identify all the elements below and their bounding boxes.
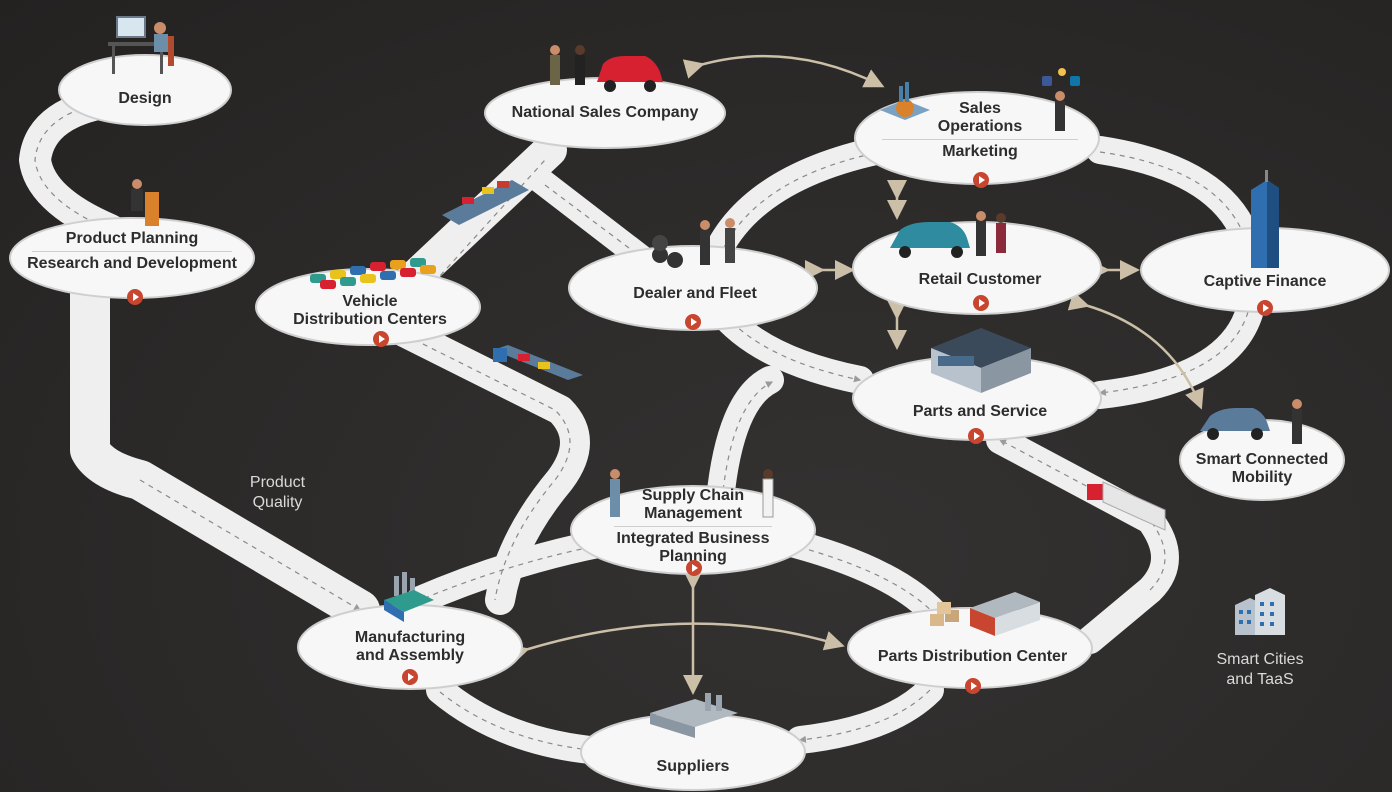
- node-label: Sales Operations: [937, 100, 1023, 135]
- node-dealer-fleet[interactable]: Dealer and Fleet: [580, 285, 810, 303]
- node-label: Parts Distribution Center: [877, 648, 1068, 665]
- node-label: Retail Customer: [918, 271, 1042, 288]
- node-label: Smart Connected Mobility: [1195, 451, 1329, 486]
- analytics-chart-icon: [880, 82, 930, 120]
- play-button-integrated-planning[interactable]: [686, 560, 702, 576]
- node-parts-distribution[interactable]: Parts Distribution Center: [855, 648, 1090, 666]
- delivery-truck-icon: [1087, 481, 1166, 531]
- play-button-marketing[interactable]: [973, 172, 989, 188]
- node-parts-service[interactable]: Parts and Service: [860, 403, 1100, 421]
- node-label: Product Planning: [65, 230, 199, 247]
- connector-arrows: [507, 54, 1204, 695]
- sales-people-car-icon: [550, 45, 663, 92]
- node-national-sales[interactable]: National Sales Company: [487, 104, 723, 122]
- node-vehicle-distribution[interactable]: Vehicle Distribution Centers: [280, 293, 460, 329]
- node-divider: [881, 139, 1079, 140]
- node-retail-customer[interactable]: Retail Customer: [860, 271, 1100, 289]
- play-button-product-planning[interactable]: [127, 289, 143, 305]
- play-button-retail-customer[interactable]: [973, 295, 989, 311]
- node-suppliers[interactable]: Suppliers: [593, 758, 793, 776]
- designer-desk-icon: [108, 16, 174, 74]
- node-label-2: Marketing: [942, 143, 1018, 160]
- node-supply-chain[interactable]: Supply Chain Management Integrated Busin…: [580, 487, 806, 566]
- play-button-captive-finance[interactable]: [1257, 300, 1273, 316]
- smart-city-icon: [1235, 588, 1285, 635]
- node-label: Manufacturing and Assembly: [354, 629, 466, 664]
- node-label: Design: [118, 90, 172, 107]
- node-label-2: Research and Development: [27, 255, 237, 272]
- node-divider: [31, 251, 233, 252]
- node-smart-connected[interactable]: Smart Connected Mobility: [1182, 451, 1342, 487]
- lane-markings: [34, 99, 1250, 753]
- vehicle-fleet-icon: [310, 258, 436, 289]
- warehouse-boxes-icon: [930, 592, 1040, 636]
- node-captive-finance[interactable]: Captive Finance: [1150, 273, 1380, 291]
- play-button-parts-service[interactable]: [968, 428, 984, 444]
- node-label: Supply Chain Management: [641, 487, 745, 522]
- dealer-handshake-icon: [652, 218, 735, 268]
- finance-tower-icon: [1251, 170, 1279, 268]
- play-button-parts-distribution[interactable]: [965, 678, 981, 694]
- supply-chain-people-icon: [610, 469, 774, 518]
- node-label: Vehicle Distribution Centers: [293, 293, 447, 328]
- node-divider: [613, 526, 773, 527]
- play-button-vehicle-distribution[interactable]: [373, 331, 389, 347]
- node-sales-operations[interactable]: Sales Operations Marketing: [860, 100, 1100, 161]
- car-carrier-truck-icon: [442, 180, 529, 225]
- node-product-planning[interactable]: Product Planning Research and Developmen…: [10, 230, 254, 273]
- service-building-icon: [931, 328, 1031, 393]
- product-quality-label: Product Quality: [249, 474, 306, 511]
- node-label: Captive Finance: [1203, 273, 1327, 290]
- node-manufacturing[interactable]: Manufacturing and Assembly: [310, 629, 510, 665]
- factory-icon: [384, 572, 434, 622]
- node-label: National Sales Company: [511, 104, 699, 121]
- node-label-2: Integrated Business Planning: [616, 530, 770, 565]
- retail-customer-car-icon: [890, 211, 1006, 258]
- smart-cities-label: Smart Cities and TaaS: [1216, 651, 1304, 688]
- supplier-factory-icon: [650, 693, 738, 738]
- node-design[interactable]: Design: [65, 90, 225, 108]
- node-label: Suppliers: [656, 758, 730, 775]
- car-carrier-truck-2-icon: [493, 345, 583, 380]
- social-media-person-icon: [1042, 68, 1080, 131]
- connected-car-icon: [1200, 399, 1302, 444]
- play-button-dealer-fleet[interactable]: [685, 314, 701, 330]
- engineer-icon: [131, 179, 159, 226]
- node-label: Parts and Service: [912, 403, 1048, 420]
- node-label: Dealer and Fleet: [633, 285, 757, 302]
- play-button-manufacturing[interactable]: [402, 669, 418, 685]
